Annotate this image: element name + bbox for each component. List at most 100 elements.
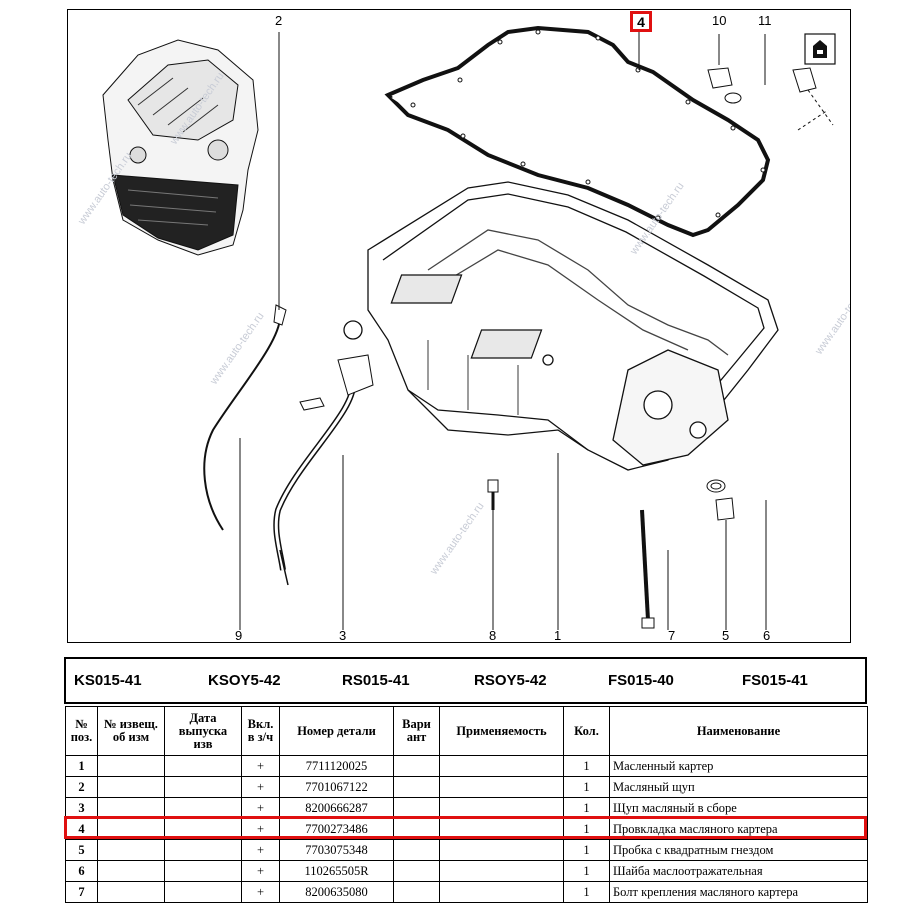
cell-applicability — [439, 839, 564, 861]
model-code: KS015-41 — [74, 672, 142, 689]
cell-variant — [393, 776, 440, 798]
cell-variant — [393, 818, 440, 840]
cell-date — [164, 839, 242, 861]
exploded-parts-diagram: www.auto-tech.ru www.auto-tech.ru www.au… — [67, 9, 851, 643]
cell-qty: 1 — [563, 881, 610, 903]
cell-pos: 6 — [65, 860, 98, 882]
cell-incl: + — [241, 839, 280, 861]
model-code: FS015-41 — [742, 672, 808, 689]
cell-date — [164, 818, 242, 840]
oil-pan — [343, 181, 779, 471]
engine-thumbnail — [102, 39, 259, 256]
cell-variant — [393, 860, 440, 882]
callout-9: 9 — [235, 628, 243, 643]
plug-10 — [707, 67, 742, 104]
cell-variant — [393, 755, 440, 777]
cell-incl: + — [241, 860, 280, 882]
cell-part-number: 8200635080 — [279, 881, 394, 903]
cell-variant — [393, 839, 440, 861]
cell-name: Масленный картер — [609, 755, 868, 777]
cell-pos: 7 — [65, 881, 98, 903]
cell-name: Провкладка масляного картера — [609, 818, 868, 840]
callout-8: 8 — [489, 628, 497, 643]
cell-name: Щуп масляный в сборе — [609, 797, 868, 819]
bolt-8 — [487, 479, 499, 510]
model-code: RSOY5-42 — [474, 672, 547, 689]
tools-icon — [804, 33, 836, 65]
cell-applicability — [439, 881, 564, 903]
cell-applicability — [439, 776, 564, 798]
cell-incl: + — [241, 776, 280, 798]
cell-qty: 1 — [563, 818, 610, 840]
cell-notice — [97, 797, 165, 819]
cell-date — [164, 797, 242, 819]
cell-notice — [97, 755, 165, 777]
cell-part-number: 8200666287 — [279, 797, 394, 819]
cell-qty: 1 — [563, 860, 610, 882]
cell-variant — [393, 881, 440, 903]
cell-pos: 1 — [65, 755, 98, 777]
cell-applicability — [439, 860, 564, 882]
cell-pos: 4 — [65, 818, 98, 840]
dipstick — [203, 314, 282, 531]
parts-table: № поз. № извещ. об изм Дата выпуска изв … — [65, 706, 868, 903]
model-code: FS015-40 — [608, 672, 674, 689]
cell-part-number: 110265505R — [279, 860, 394, 882]
header-qty: Кол. — [563, 706, 610, 756]
callout-10: 10 — [712, 13, 727, 28]
cell-part-number: 7701067122 — [279, 776, 394, 798]
callout-5: 5 — [722, 628, 730, 643]
table-header-row: № поз. № извещ. об изм Дата выпуска изв … — [65, 706, 868, 756]
callout-11: 11 — [758, 13, 772, 28]
model-code: KSOY5-42 — [208, 672, 281, 689]
cell-incl: + — [241, 881, 280, 903]
cell-notice — [97, 839, 165, 861]
callout-6: 6 — [763, 628, 771, 643]
cell-applicability — [439, 797, 564, 819]
cell-notice — [97, 860, 165, 882]
header-variant: Вари ант — [393, 706, 440, 756]
cell-name: Пробка с квадратным гнездом — [609, 839, 868, 861]
header-applicability: Применяемость — [439, 706, 564, 756]
header-date: Дата выпуска изв — [164, 706, 242, 756]
leader-lines — [239, 30, 767, 630]
header-part-number: Номер детали — [279, 706, 394, 756]
cell-part-number: 7711120025 — [279, 755, 394, 777]
callout-1: 1 — [554, 628, 562, 643]
cell-name: Шайба маслоотражательная — [609, 860, 868, 882]
model-code: RS015-41 — [342, 672, 410, 689]
cell-notice — [97, 776, 165, 798]
cell-applicability — [439, 818, 564, 840]
cell-date — [164, 776, 242, 798]
cell-part-number: 7703075348 — [279, 839, 394, 861]
header-notice: № извещ. об изм — [97, 706, 165, 756]
cell-variant — [393, 797, 440, 819]
engine-models-bar: KS015-41 KSOY5-42 RS015-41 RSOY5-42 FS01… — [64, 657, 867, 704]
callout-7: 7 — [668, 628, 676, 643]
cell-incl: + — [241, 818, 280, 840]
cell-notice — [97, 881, 165, 903]
cell-date — [164, 881, 242, 903]
drain-plug — [706, 479, 735, 521]
header-name: Наименование — [609, 706, 868, 756]
cell-name: Болт крепления масляного картера — [609, 881, 868, 903]
cell-date — [164, 860, 242, 882]
cell-applicability — [439, 755, 564, 777]
oil-pan-gasket — [384, 25, 771, 238]
dipstick-tube — [273, 379, 357, 571]
cell-qty: 1 — [563, 755, 610, 777]
cell-pos: 3 — [65, 797, 98, 819]
cell-name: Масляный щуп — [609, 776, 868, 798]
diagram-drawing — [102, 25, 836, 630]
oil-level-sensor — [792, 67, 834, 131]
callout-3: 3 — [339, 628, 347, 643]
bolt-7 — [640, 509, 655, 629]
header-pos: № поз. — [65, 706, 98, 756]
